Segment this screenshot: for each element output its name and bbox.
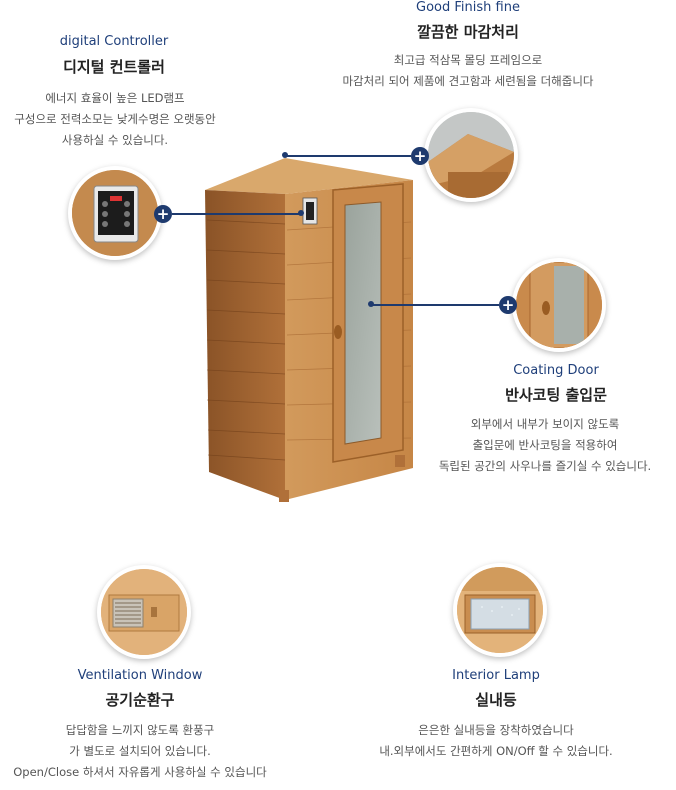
feature-5-en-title: Interior Lamp: [452, 668, 540, 683]
feature-1-connector-dot: [298, 210, 304, 216]
feature-1-connector-line: [172, 213, 300, 215]
feature-2-connector-dot: [282, 152, 288, 158]
feature-1-description: 에너지 효율이 높은 LED램프 구성으로 전력소모는 낮게수명은 오랫동안 사…: [0, 88, 230, 151]
feature-4-desc-line: 답답함을 느끼지 않도록 환풍구: [65, 723, 215, 737]
sauna-cabin-image: [205, 158, 413, 502]
feature-4-en-title: Ventilation Window: [77, 668, 203, 683]
feature-2-description: 최고급 적삼목 몰딩 프레임으로 마감처리 되어 제품에 견고함과 세련됨을 더…: [318, 50, 618, 92]
feature-1-plus-button[interactable]: +: [154, 205, 172, 223]
feature-4-desc-line: Open/Close 하셔서 자유롭게 사용하실 수 있습니다: [13, 765, 267, 779]
vent-icon: [97, 565, 191, 659]
feature-3-desc-line: 외부에서 내부가 보이지 않도록: [470, 417, 620, 431]
feature-3-en-title: Coating Door: [513, 363, 599, 378]
feature-2-desc-line: 마감처리 되어 제품에 견고함과 세련됨을 더해줍니다: [342, 74, 594, 88]
feature-5-desc-line: 내.외부에서도 간편하게 ON/Off 할 수 있습니다.: [379, 744, 613, 758]
feature-2-connector-line: [286, 155, 411, 157]
feature-2-plus-button[interactable]: +: [411, 147, 429, 165]
feature-1-en-title: digital Controller: [59, 34, 169, 49]
feature-5-description: 은은한 실내등을 장착하였습니다 내.외부에서도 간편하게 ON/Off 할 수…: [356, 720, 636, 762]
feature-3-plus-button[interactable]: +: [499, 296, 517, 314]
feature-1-ko-title: 디지털 컨트롤러: [63, 58, 165, 76]
feature-2-desc-line: 최고급 적삼목 몰딩 프레임으로: [393, 53, 543, 67]
feature-3-connector-line: [372, 304, 499, 306]
feature-1-desc-line: 사용하실 수 있습니다.: [61, 133, 169, 147]
feature-4-desc-line: 가 별도로 설치되어 있습니다.: [69, 744, 211, 758]
feature-1-desc-line: 구성으로 전력소모는 낮게수명은 오랫동안: [14, 112, 216, 126]
lamp-icon: [453, 563, 547, 657]
feature-4-description: 답답함을 느끼지 않도록 환풍구 가 별도로 설치되어 있습니다. Open/C…: [0, 720, 280, 783]
door-icon: [512, 258, 606, 352]
feature-2-ko-title: 깔끔한 마감처리: [417, 23, 519, 41]
feature-3-ko-title: 반사코팅 출입문: [505, 386, 607, 404]
feature-3-description: 외부에서 내부가 보이지 않도록 출입문에 반사코팅을 적용하여 독립된 공간의…: [416, 414, 674, 477]
feature-5-desc-line: 은은한 실내등을 장착하였습니다: [418, 723, 574, 737]
molding-frame-icon: [424, 108, 518, 202]
feature-1-desc-line: 에너지 효율이 높은 LED램프: [45, 91, 185, 105]
feature-2-en-title: Good Finish fine: [416, 0, 520, 15]
feature-5-ko-title: 실내등: [475, 691, 517, 709]
feature-4-ko-title: 공기순환구: [105, 691, 175, 709]
feature-3-connector-dot: [368, 301, 374, 307]
control-panel-icon: [68, 166, 162, 260]
feature-3-desc-line: 출입문에 반사코팅을 적용하여: [472, 438, 618, 452]
feature-3-desc-line: 독립된 공간의 사우나를 즐기실 수 있습니다.: [438, 459, 652, 473]
